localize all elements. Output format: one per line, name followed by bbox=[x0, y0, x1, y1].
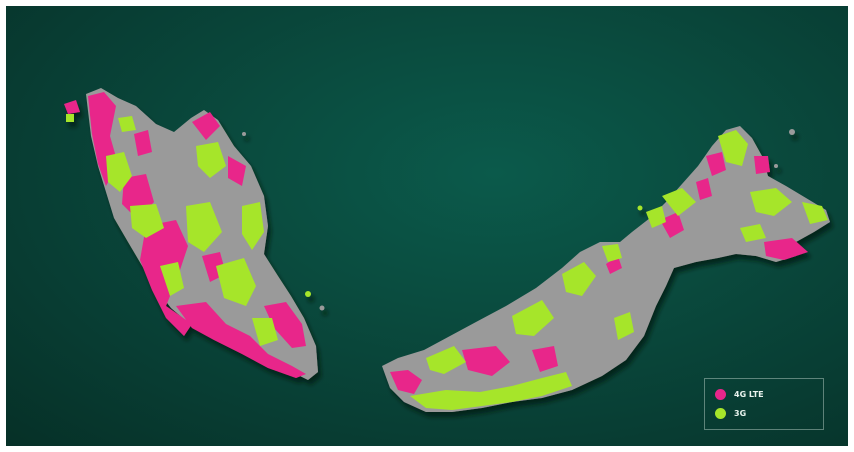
east-island bbox=[319, 305, 325, 311]
3g-dot-icon bbox=[715, 408, 726, 419]
borneo-land bbox=[382, 126, 830, 412]
east-island bbox=[242, 132, 246, 136]
coverage-map-panel: 4G LTE 3G bbox=[6, 6, 848, 446]
east-island bbox=[305, 291, 311, 297]
borneo-4g-coverage bbox=[390, 152, 808, 394]
malaysia-coverage-map bbox=[64, 88, 830, 412]
langkawi-island bbox=[66, 114, 74, 122]
legend-label-4g-lte: 4G LTE bbox=[734, 390, 764, 399]
peninsula-3g-coverage bbox=[106, 116, 278, 346]
penang-island bbox=[64, 100, 80, 114]
legend-item-3g: 3G bbox=[715, 408, 746, 419]
borneo-3g-coverage bbox=[410, 130, 828, 410]
north-island bbox=[789, 129, 795, 135]
map-legend: 4G LTE 3G bbox=[704, 378, 824, 430]
peninsular-malaysia bbox=[64, 88, 325, 380]
north-island bbox=[774, 164, 778, 168]
legend-label-3g: 3G bbox=[734, 409, 747, 418]
4g-lte-dot-icon bbox=[715, 389, 726, 400]
north-island bbox=[637, 205, 643, 211]
legend-item-4g-lte: 4G LTE bbox=[715, 389, 764, 400]
east-malaysia bbox=[382, 126, 830, 412]
